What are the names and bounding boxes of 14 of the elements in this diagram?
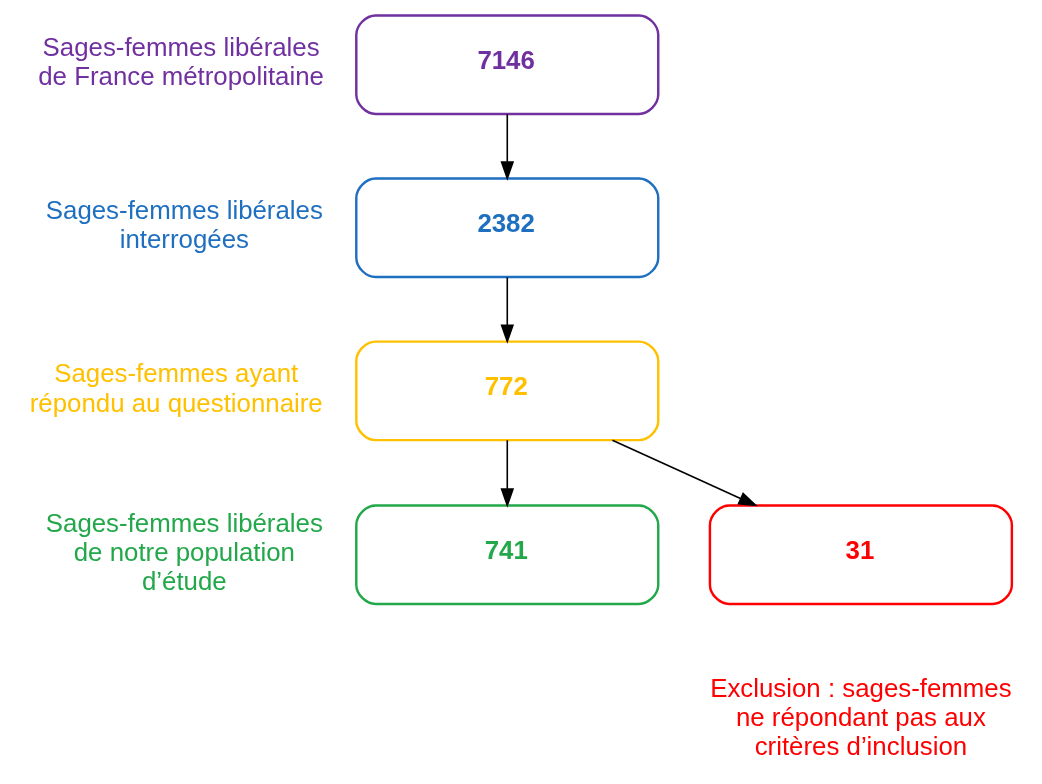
node-box: 31 (708, 503, 1014, 605)
node-box: 2382 (355, 176, 660, 278)
node-box: 772 (355, 339, 660, 441)
node-label: Sages-femmes libérales interrogées (45, 195, 323, 253)
node-box: 7146 (355, 13, 660, 115)
node-box: 741 (355, 503, 660, 605)
arrow (500, 276, 515, 344)
arrow (611, 438, 758, 506)
arrow (500, 112, 515, 181)
node-label: Sages-femmes libérales de notre population d’étude (45, 508, 323, 595)
node-label: Sages-femmes libérales de France métropolitaine (38, 32, 324, 90)
node-label: Sages-femmes ayant répondu au questionnaire (29, 358, 323, 417)
node-label: Exclusion : sages-femmes ne répondant pas aux critères d’inclusion (710, 673, 1012, 760)
arrow (500, 438, 515, 508)
